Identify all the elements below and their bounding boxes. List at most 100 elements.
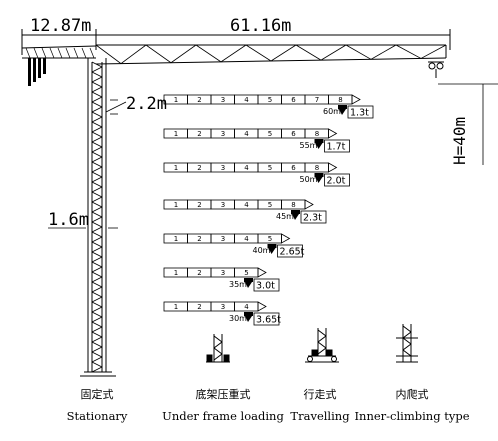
- jib-segment-number: 8: [291, 201, 295, 209]
- radius-label: 40m: [253, 246, 271, 255]
- jib-tip: [257, 301, 267, 312]
- mast-width-label: 1.6m: [48, 210, 89, 230]
- jib-segment-number: 3: [221, 130, 225, 138]
- load-box: [300, 210, 327, 224]
- jib-segment-number: 5: [268, 96, 272, 104]
- jib-segment-number: 6: [291, 96, 296, 104]
- hook-icon: [315, 177, 323, 183]
- mast-brace: [91, 326, 103, 333]
- hook-icon: [339, 109, 346, 115]
- counter-jib-brace: [33, 47, 39, 59]
- mast-brace: [91, 196, 103, 203]
- mast-brace: [91, 226, 103, 233]
- mast-brace: [91, 206, 103, 213]
- radius-label: 60m: [323, 107, 341, 116]
- load-label: 2.3t: [303, 213, 322, 224]
- mast-brace: [91, 261, 103, 268]
- jib-segment-number: 2: [197, 164, 201, 172]
- counter-jib-brace: [65, 47, 71, 59]
- jib-segment-number: 8: [315, 164, 319, 172]
- mast-brace: [91, 331, 103, 338]
- mast-brace: [91, 156, 103, 163]
- load-label: 1.7t: [327, 142, 346, 153]
- counter-jib-brace: [49, 47, 55, 59]
- mast-brace: [91, 211, 103, 218]
- counter-jib-lacing: [25, 47, 95, 59]
- load-box: [324, 173, 350, 187]
- mast-brace: [91, 356, 103, 363]
- mast-brace: [91, 66, 103, 73]
- head-height-dimension: [105, 99, 127, 115]
- base-type-name-en: Inner-climbing type: [355, 409, 470, 423]
- trolley-block: [244, 278, 253, 282]
- jib-segment-number: 1: [174, 96, 178, 104]
- jib-segment-number: 1: [174, 164, 178, 172]
- mast-brace: [91, 161, 103, 168]
- load-box: [324, 139, 350, 153]
- mast-brace: [91, 76, 103, 83]
- mast-brace: [91, 121, 103, 128]
- jib-tip: [328, 162, 338, 173]
- jib-tip: [304, 199, 314, 210]
- jib-lacing-line: [95, 44, 447, 65]
- jib-segment-number: 7: [315, 96, 319, 104]
- jib-lacing: [95, 44, 447, 65]
- jib-segment-number: 3: [221, 269, 225, 277]
- jib-tip: [328, 128, 338, 139]
- base-type-name-cn: 底架压重式: [196, 387, 251, 401]
- base-type-name-cn: 内爬式: [396, 387, 429, 401]
- trolley-block: [244, 312, 253, 316]
- mast-brace: [91, 61, 103, 68]
- mast-brace: [91, 136, 103, 143]
- mast-brace: [91, 81, 103, 88]
- under-frame-loading-icon: [206, 334, 230, 363]
- load-box: [347, 105, 374, 119]
- radius-label: 55m: [300, 141, 318, 150]
- mast-brace: [91, 346, 103, 353]
- jib-segment-number: 4: [244, 130, 249, 138]
- mast-brace: [91, 131, 103, 138]
- mast-brace: [91, 316, 103, 323]
- radius-label: 30m: [229, 314, 247, 323]
- mast-brace: [91, 176, 103, 183]
- trolley-block: [314, 173, 324, 177]
- height-under-hook-label: H=40m: [450, 117, 469, 165]
- jib-segment-number: 8: [315, 130, 319, 138]
- mast-brace: [91, 321, 103, 328]
- counter-jib-brace: [81, 47, 87, 59]
- jib-length: 61.16m: [230, 16, 291, 36]
- jib-segment-number: 2: [197, 96, 201, 104]
- mast-brace: [91, 351, 103, 358]
- jib-segment-number: 5: [268, 235, 272, 243]
- jib-segment-number: 1: [174, 130, 178, 138]
- counter-jib-brace: [57, 47, 63, 59]
- mast-brace: [91, 126, 103, 133]
- counter-jib-brace: [73, 47, 79, 59]
- counter-jib-length: 12.87m: [30, 16, 91, 36]
- mast-brace: [91, 91, 103, 98]
- jib-segment-number: 2: [197, 130, 201, 138]
- hook-icon: [245, 282, 252, 288]
- mast-brace: [91, 301, 103, 308]
- mast-brace: [91, 111, 103, 118]
- mast-brace: [91, 186, 103, 193]
- inner-climbing-icon: [396, 324, 418, 363]
- mast-brace: [91, 266, 103, 273]
- trolley-block: [291, 210, 300, 214]
- jib-segment-number: 2: [197, 269, 201, 277]
- counter-jib-brace: [41, 47, 47, 59]
- radius-label: 50m: [300, 175, 318, 184]
- base-type-name-cn: 行走式: [304, 388, 337, 401]
- jib-segment-number: 3: [221, 235, 225, 243]
- base-type-name-en: Under frame loading: [162, 409, 284, 423]
- mast-brace: [91, 86, 103, 93]
